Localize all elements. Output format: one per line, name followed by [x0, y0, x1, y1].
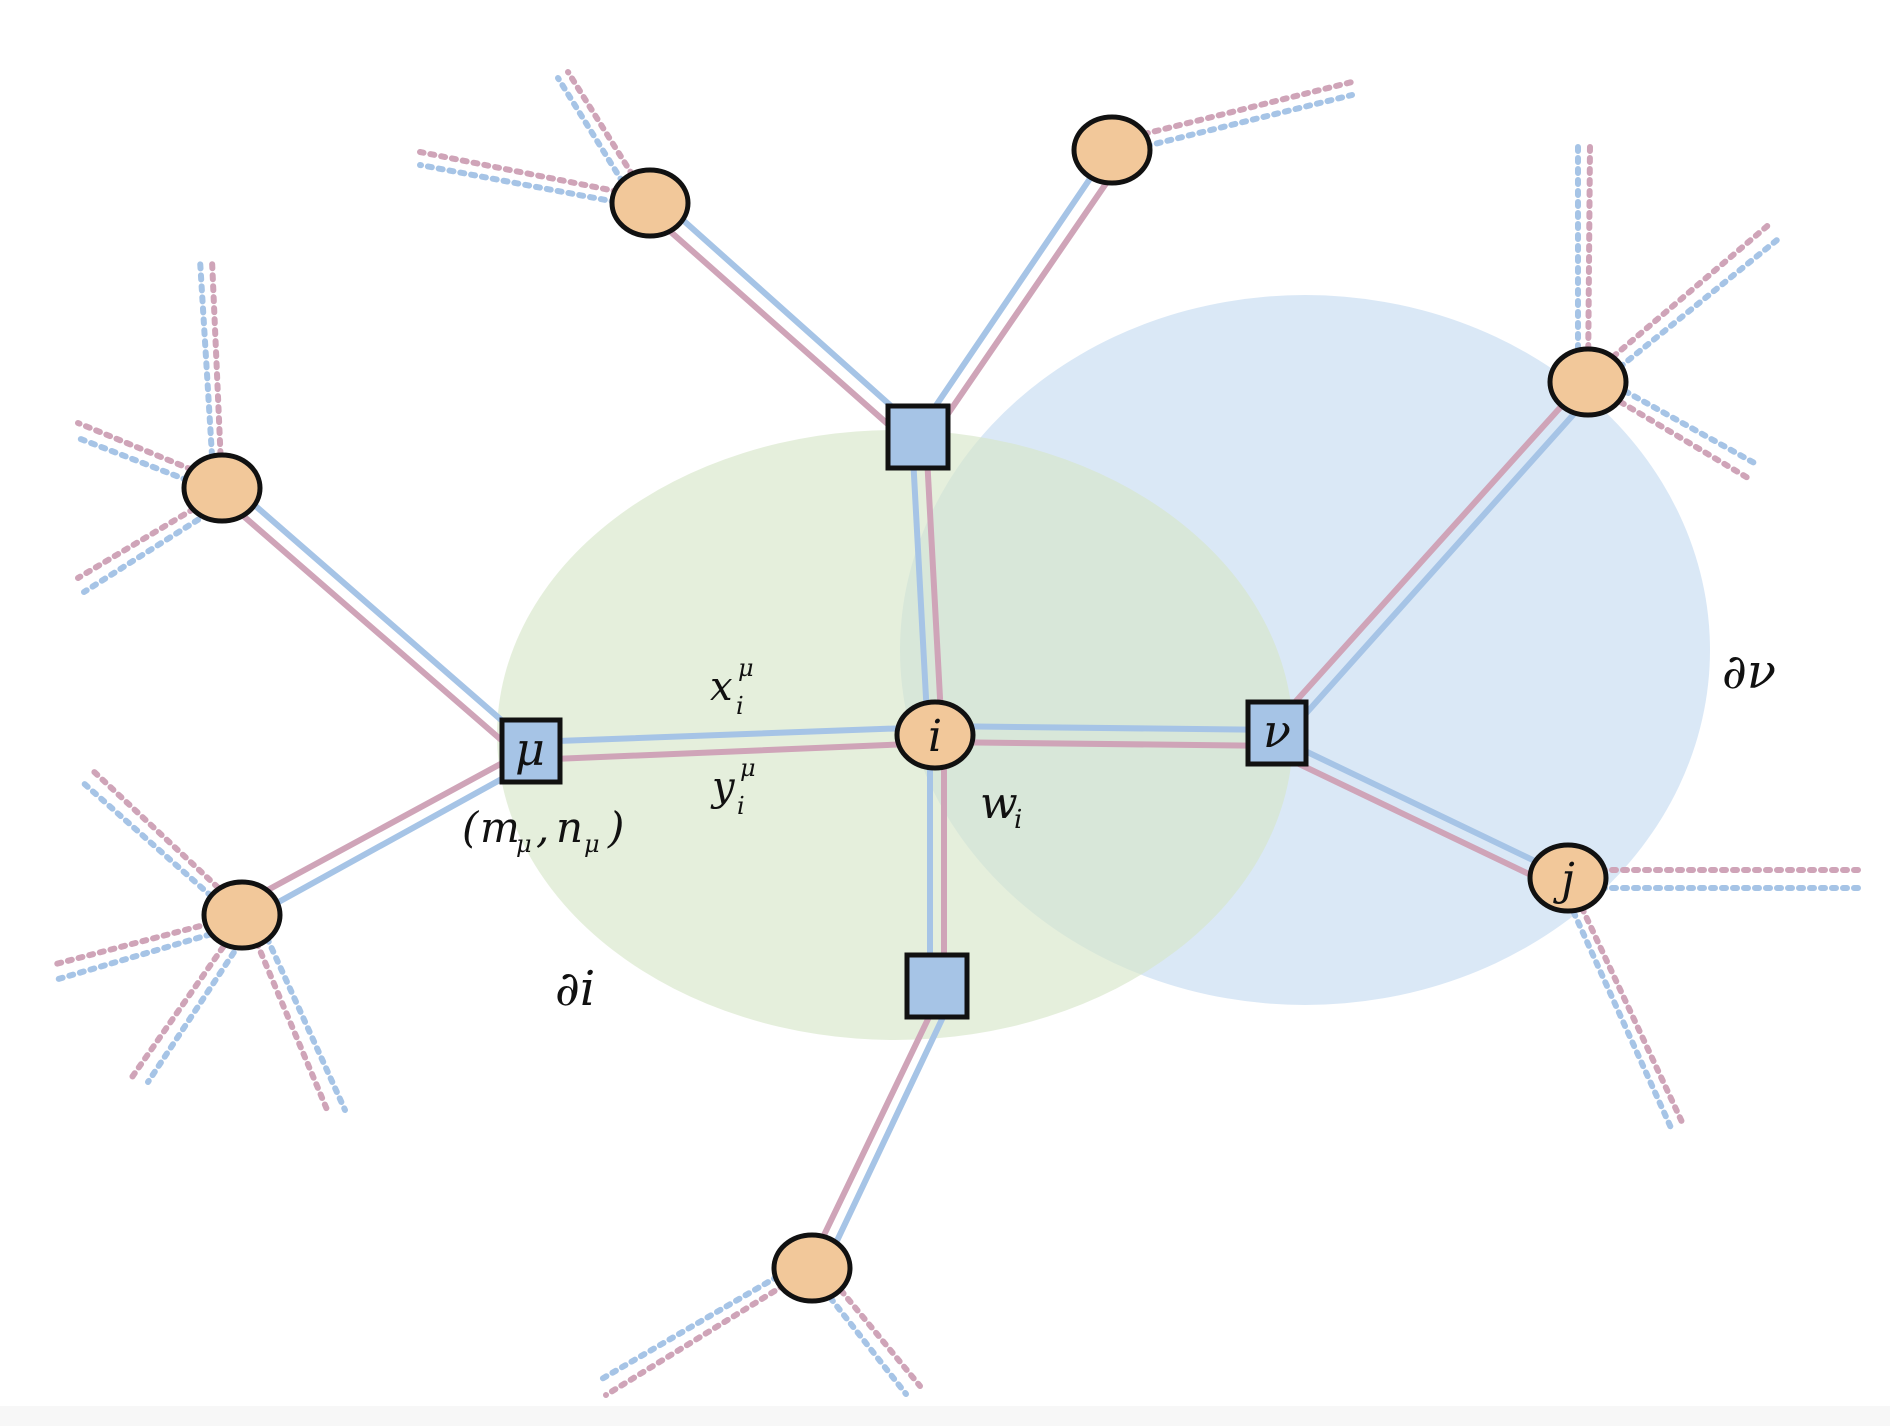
label-m-sub: μ	[516, 830, 532, 858]
variable-node-j	[1527, 842, 1609, 914]
label-n-sub: μ	[584, 830, 600, 858]
bottom-strip	[0, 1406, 1890, 1426]
dotted-edge	[1109, 79, 1355, 145]
label-w-base: w	[980, 778, 1018, 829]
edge-factor-var	[1267, 387, 1579, 733]
factor-node	[904, 952, 970, 1020]
edge-factor-var	[915, 155, 1107, 435]
dotted-edge	[255, 915, 348, 1113]
edge-factor-var	[225, 479, 533, 748]
label-w-sub: i	[1014, 805, 1022, 835]
edge-factor-var	[927, 163, 1121, 443]
dotted-edge	[1585, 219, 1775, 381]
label-w-i: w i	[980, 778, 1022, 835]
dotted-edge	[197, 257, 217, 491]
variable-node	[1071, 114, 1153, 186]
label-y-sub: i	[737, 792, 745, 820]
factor-node	[885, 403, 951, 471]
dotted-edge	[1111, 92, 1355, 157]
edge-factor-var	[653, 193, 921, 433]
edge-factor-var	[243, 757, 539, 923]
label-y-base: y	[710, 764, 736, 810]
factor-node-nu	[1245, 699, 1309, 767]
edge-factor-var	[643, 207, 911, 445]
dotted-edge	[597, 1257, 809, 1383]
edge-factor-var	[1271, 749, 1561, 891]
variable-node	[771, 1232, 853, 1304]
edge-factor-var	[809, 1012, 933, 1263]
factor-node-mu	[499, 717, 563, 785]
label-nu: ν	[1263, 704, 1291, 758]
edge-factor-var	[237, 745, 533, 908]
edge-factor-var	[1281, 393, 1593, 741]
label-y-sup: μ	[740, 754, 756, 782]
edge-mu-i-y	[527, 740, 938, 763]
variable-node-i	[894, 699, 976, 771]
dotted-edge	[145, 922, 255, 1085]
label-i: i	[928, 711, 942, 762]
label-x-sup: μ	[738, 654, 754, 682]
dotted-edge	[1557, 879, 1675, 1133]
dotted-edge	[209, 257, 225, 491]
label-x-i-mu: x i μ	[710, 654, 754, 720]
variable-node	[609, 167, 691, 239]
solid-edges	[215, 155, 1593, 1267]
variable-node	[1547, 346, 1629, 418]
edge-i-factor-top	[923, 435, 945, 738]
edge-factor-var	[1275, 735, 1565, 877]
dotted-edge	[417, 149, 653, 201]
label-mu: μ	[515, 722, 545, 776]
edge-i-nu	[932, 723, 1281, 733]
dotted-edge	[127, 917, 245, 1083]
edge-factor-var	[215, 491, 525, 761]
label-pair-close: )	[607, 803, 624, 852]
dotted-edge	[245, 919, 331, 1115]
edge-i-factor-top	[909, 435, 931, 738]
edge-mu-i-x	[527, 724, 938, 745]
dotted-edge	[1591, 233, 1785, 391]
label-pair-open: (	[462, 803, 480, 852]
label-n-base: n	[556, 803, 583, 852]
dotted-edge	[1565, 875, 1685, 1125]
label-partial-nu: ∂ν	[1722, 644, 1776, 700]
label-x-sub: i	[736, 692, 744, 720]
dotted-edge	[603, 1265, 815, 1398]
edge-i-nu	[932, 739, 1281, 749]
edge-factor-var	[823, 1012, 947, 1267]
label-comma: ,	[536, 803, 549, 852]
variable-node	[201, 879, 283, 951]
dotted-edge	[1585, 142, 1593, 385]
variable-node	[181, 452, 263, 524]
label-partial-i: ∂i	[555, 961, 595, 1017]
label-x-base: x	[710, 664, 733, 710]
label-m-n-pair: ( m μ , n μ )	[462, 803, 624, 858]
label-m-base: m	[480, 803, 520, 852]
label-y-i-mu: y i μ	[710, 754, 756, 820]
dotted-edge	[87, 765, 245, 913]
